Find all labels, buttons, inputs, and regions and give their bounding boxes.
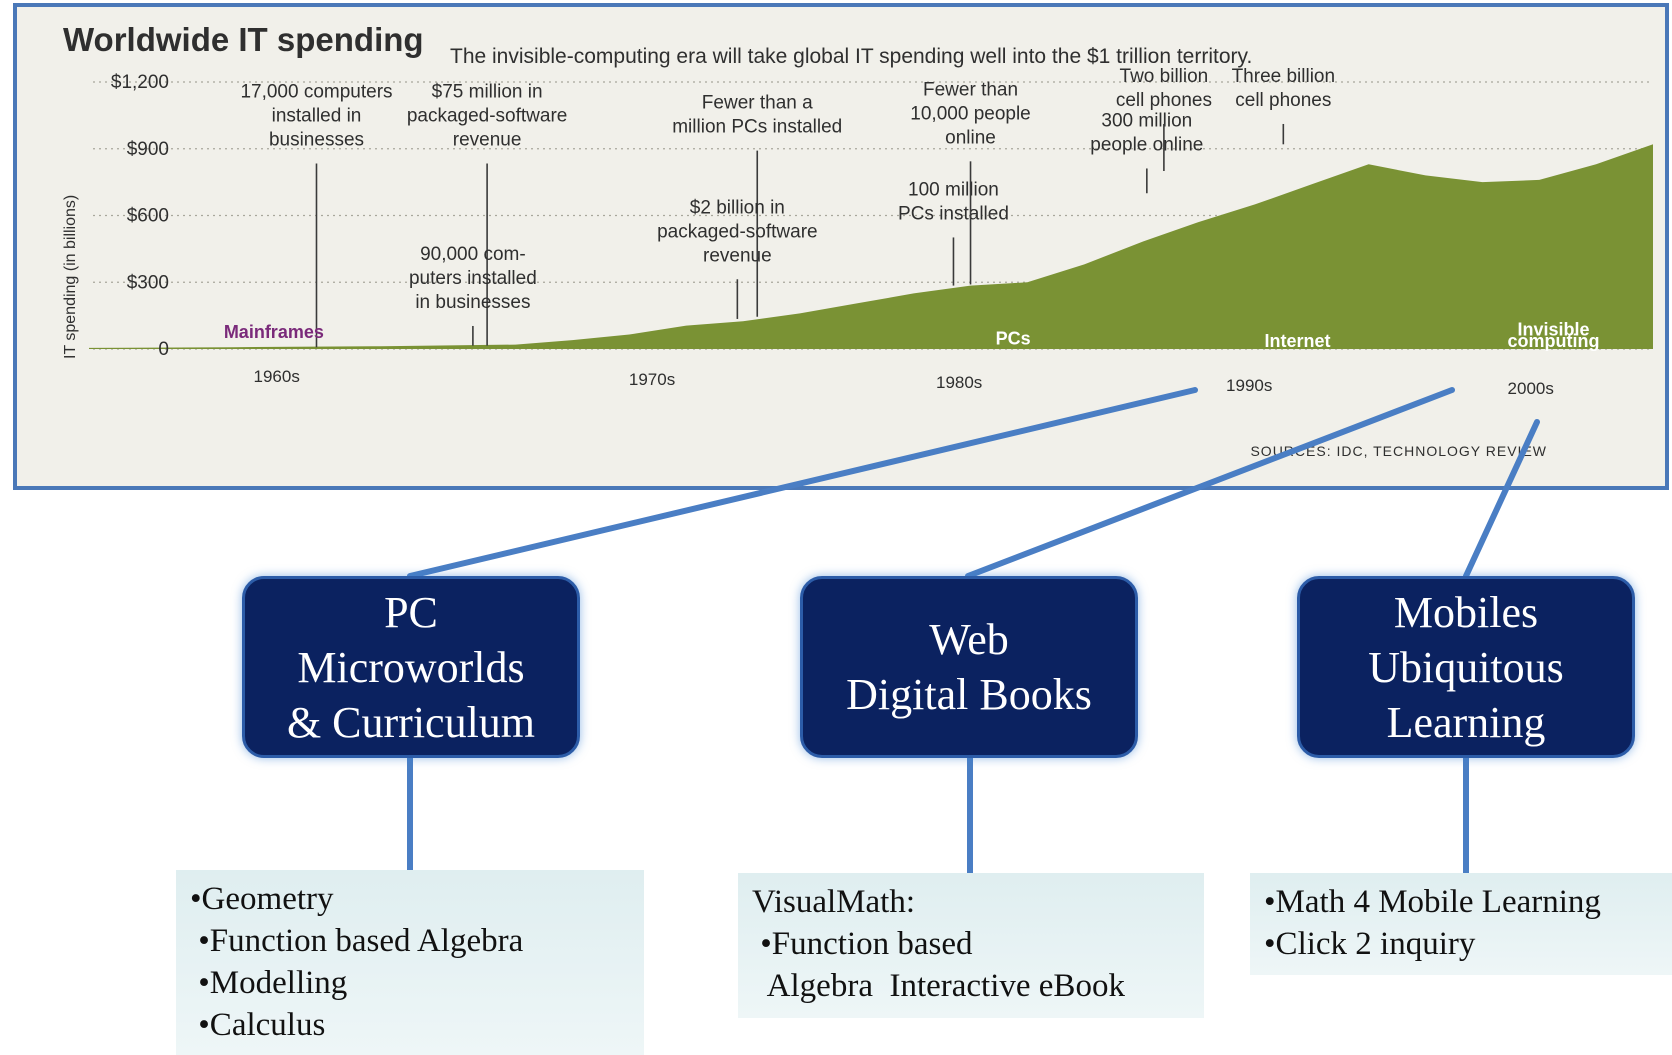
pc-topics-list: •Geometry •Function based Algebra •Model… — [176, 870, 644, 1055]
era-label: Invisible — [1517, 320, 1589, 340]
list-item: •Click 2 inquiry — [1264, 926, 1476, 962]
decade-label: 1980s — [936, 373, 982, 392]
annotation-text: Fewer than 10,000 people online — [910, 79, 1030, 148]
it-spending-chart: 17,000 computers installed in businesses $7… — [62, 21, 1653, 459]
era-label: PCs — [996, 329, 1031, 349]
annotation-text: 17,000 computers installed in businesses — [240, 82, 392, 151]
mobile-topics-list: •Math 4 Mobile Learning •Click 2 inquiry — [1250, 873, 1672, 975]
annotation-line: $75 million in — [432, 82, 543, 103]
annotation-text: 300 million people online — [1090, 110, 1203, 155]
annotation-line: 17,000 computers — [240, 82, 392, 103]
annotation-line: Two billion — [1120, 66, 1209, 87]
connector-web — [965, 387, 1455, 579]
box-line: Ubiquitous — [1368, 642, 1564, 692]
annotation-line: puters installed — [409, 268, 537, 289]
it-spending-area — [89, 144, 1653, 349]
list-item: •Function based Algebra — [190, 923, 524, 959]
annotation-line: cell phones — [1235, 90, 1331, 111]
annotation-line: packaged-software — [407, 106, 568, 127]
era-label: Mainframes — [224, 322, 324, 342]
connector-mobile — [1463, 419, 1540, 579]
annotation-line: people online — [1090, 134, 1203, 155]
box-line: Learning — [1386, 697, 1546, 747]
annotation-line: 10,000 people — [910, 103, 1030, 124]
decade-label: 2000s — [1508, 379, 1554, 398]
annotation-text: 90,000 com-puters installed in businesses — [409, 244, 537, 313]
pc-microworlds-box: PC Microworlds & Curriculum — [242, 576, 580, 758]
annotation-line: $2 billion in — [690, 197, 785, 218]
source-note: SOURCES: IDC, TECHNOLOGY REVIEW — [1250, 443, 1547, 459]
list-item: •Function based — [752, 926, 973, 962]
annotation-line: Fewer than a — [702, 93, 813, 114]
annotation-line: businesses — [269, 130, 364, 151]
annotation-text: Fewer than a million PCs installed — [672, 93, 842, 138]
y-tick-label: $1,200 — [111, 72, 169, 93]
decade-label: 1960s — [254, 367, 300, 386]
list-item: •Modelling — [190, 965, 348, 1001]
annotation-line: installed in — [272, 106, 362, 127]
era-label: Internet — [1265, 331, 1331, 351]
annotation-text: $2 billion in packaged-software revenue — [657, 197, 818, 266]
chart-panel: 17,000 computers installed in businesses $7… — [13, 3, 1669, 490]
list-item: •Math 4 Mobile Learning — [1264, 884, 1601, 920]
annotation-line: cell phones — [1116, 90, 1212, 111]
decade-label: 1970s — [629, 370, 675, 389]
annotation-text: Two billion cell phones — [1116, 66, 1212, 111]
era-label: computing — [1507, 331, 1599, 351]
annotation-line: revenue — [703, 245, 772, 266]
annotation-text: $75 million in packaged-software revenue — [407, 82, 568, 151]
list-item: Algebra Interactive eBook — [752, 968, 1125, 1004]
box-line: PC — [384, 587, 438, 637]
annotation-line: 300 million — [1101, 110, 1192, 131]
list-item: •Calculus — [190, 1007, 326, 1043]
box-line: & Curriculum — [286, 697, 536, 747]
annotation-line: million PCs installed — [672, 117, 842, 138]
chart-title: Worldwide IT spending — [63, 21, 424, 58]
list-item: •Geometry — [190, 881, 334, 917]
annotation-line: packaged-software — [657, 221, 818, 242]
y-tick-label: $900 — [127, 139, 169, 160]
y-tick-label: $600 — [127, 206, 169, 227]
mobiles-ubiquitous-box: Mobiles Ubiquitous Learning — [1297, 576, 1635, 758]
annotation-line: revenue — [453, 130, 522, 151]
chart-subtitle: The invisible-computing era will take gl… — [450, 45, 1252, 68]
box-line: Web — [929, 615, 1009, 664]
annotation-line: PCs installed — [898, 203, 1009, 224]
web-digital-books-box: Web Digital Books — [800, 576, 1138, 758]
decade-label: 1990s — [1226, 376, 1272, 395]
connector-pc — [407, 387, 1198, 579]
box-line: Digital Books — [846, 670, 1092, 719]
box-line: Microworlds — [297, 642, 525, 692]
y-axis-label: IT spending (in billions) — [62, 195, 79, 359]
annotation-line: Three billion — [1232, 66, 1336, 87]
annotation-line: Fewer than — [923, 79, 1018, 100]
box-line: Mobiles — [1393, 587, 1539, 637]
annotation-line: in businesses — [415, 292, 530, 313]
annotation-line: online — [945, 127, 996, 148]
y-tick-label: 0 — [158, 339, 169, 360]
annotation-text: Three billion cell phones — [1232, 66, 1336, 111]
web-topics-list: VisualMath: •Function based Algebra Inte… — [738, 873, 1204, 1018]
y-tick-label: $300 — [127, 272, 169, 293]
annotation-line: 100 million — [908, 179, 999, 200]
annotation-line: 90,000 com- — [420, 244, 526, 265]
list-item: VisualMath: — [752, 884, 916, 920]
